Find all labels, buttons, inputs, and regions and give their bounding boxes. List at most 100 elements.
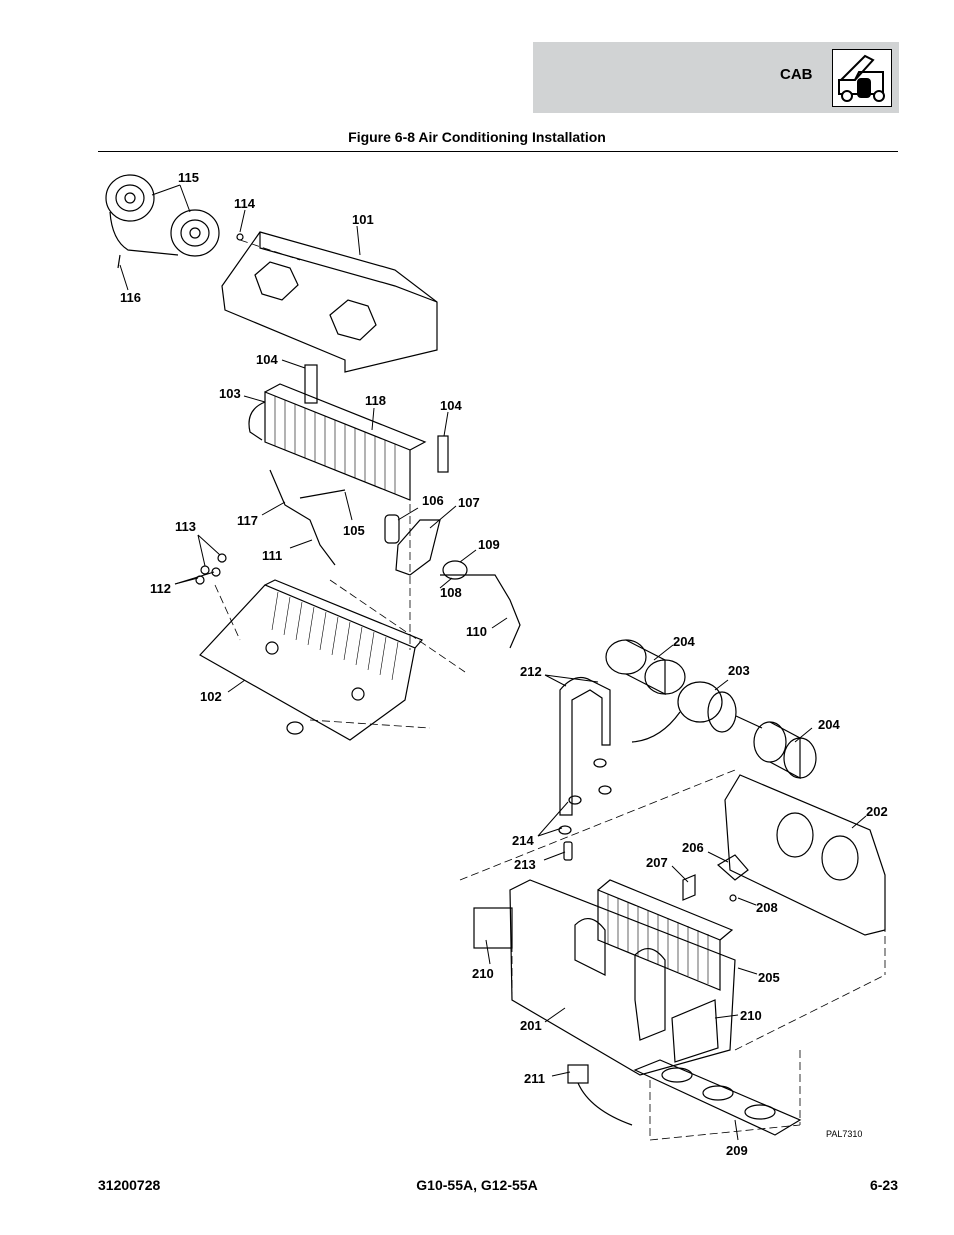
evaporator-case-201 [509, 879, 736, 1076]
callout-labels: 115 114 101 116 104 103 118 104 106 107 … [120, 170, 888, 1158]
callout-203: 203 [728, 663, 750, 678]
callout-104-right: 104 [440, 398, 462, 413]
plate-hole-right [351, 687, 365, 701]
condenser-fan-left [105, 174, 155, 222]
callout-207: 207 [646, 855, 668, 870]
callout-210-left: 210 [472, 966, 494, 981]
condenser-cover-101 [221, 231, 438, 373]
callout-204-right: 204 [818, 717, 840, 732]
valve-bracket-207 [682, 874, 696, 901]
plate-hole-left [265, 641, 279, 655]
blower-wheel-204-left [605, 639, 686, 695]
blower-housing-202 [724, 774, 886, 936]
plate-louver-edge [264, 579, 424, 649]
clamp-214c [593, 758, 607, 768]
expansion-valve-206 [716, 854, 749, 881]
callout-214: 214 [512, 833, 534, 848]
callout-109: 109 [478, 537, 500, 552]
callout-213: 213 [514, 857, 536, 872]
condenser-fins [274, 396, 396, 494]
case-partition-right [634, 948, 666, 1041]
duct-outlet-2 [702, 1085, 734, 1101]
clamp-214b [558, 825, 572, 835]
mounting-bracket-210-right [671, 999, 719, 1063]
blower-wheel-204-right [753, 721, 817, 779]
figure-title: Figure 6-8 Air Conditioning Installation [348, 129, 606, 145]
wire-connector-116 [117, 254, 121, 269]
drier-bracket-107 [395, 519, 441, 576]
duct-plate-209 [633, 1059, 802, 1136]
heater-hose-212 [559, 677, 611, 816]
screw-208 [729, 894, 737, 902]
fastener-114 [236, 233, 244, 241]
fitting-112b [211, 567, 221, 577]
callout-211: 211 [524, 1071, 545, 1086]
callout-102: 102 [200, 689, 222, 704]
clamp-214a [568, 795, 582, 805]
cover-top-edge [259, 232, 438, 303]
hose-111 [269, 469, 336, 566]
case-partition-left [574, 918, 606, 976]
bracket-104-right [437, 435, 449, 473]
callout-103: 103 [219, 386, 241, 401]
callout-113: 113 [175, 519, 196, 534]
callout-117: 117 [237, 513, 258, 528]
assembly-lines-lower [459, 769, 886, 1141]
condenser-fan-right [170, 209, 220, 257]
assembly-lines-upper [214, 239, 466, 729]
cover-opening-left [254, 261, 299, 301]
telehandler-icon [832, 49, 892, 107]
callout-110: 110 [466, 624, 487, 639]
callout-107: 107 [458, 495, 480, 510]
blower-motor-203 [677, 681, 763, 733]
callout-108: 108 [440, 585, 462, 600]
housing-inlet-right [821, 835, 859, 881]
mounting-plate-102 [199, 584, 416, 741]
callout-104-upper: 104 [256, 352, 278, 367]
receiver-drier-106 [384, 514, 400, 544]
page-number: 6-23 [869, 1177, 898, 1193]
callout-116: 116 [120, 290, 141, 305]
fitting-213 [563, 841, 573, 861]
callout-202: 202 [866, 804, 888, 819]
plate-louvers [271, 591, 399, 681]
evaporator-core-205 [597, 879, 734, 991]
fitting-113b [217, 553, 227, 563]
leader-lines [119, 184, 867, 1141]
grommet [286, 721, 304, 735]
hose-105 [299, 489, 346, 499]
title-rule [98, 151, 898, 152]
evaporator-fins [607, 894, 709, 984]
callout-112: 112 [150, 581, 171, 596]
housing-inlet-left [776, 812, 814, 858]
model-numbers: G10-55A, G12-55A [416, 1177, 538, 1193]
callout-212: 212 [520, 664, 542, 679]
thermostat-211 [567, 1064, 589, 1084]
section-label: CAB [780, 66, 813, 83]
callout-205: 205 [758, 970, 780, 985]
clamp-109 [442, 560, 468, 580]
callout-208: 208 [756, 900, 778, 915]
callout-204-upper: 204 [673, 634, 695, 649]
callout-206: 206 [682, 840, 704, 855]
mounting-bracket-210-left [473, 907, 513, 949]
duct-outlet-1 [661, 1067, 693, 1083]
callout-111: 111 [262, 548, 282, 563]
fan-wire-harness [109, 211, 179, 256]
callout-210-right: 210 [740, 1008, 762, 1023]
fitting-113a [200, 565, 210, 575]
motor-wire [631, 711, 681, 743]
callout-101: 101 [352, 212, 374, 227]
hose-110 [440, 574, 521, 649]
callout-209: 209 [726, 1143, 748, 1158]
duct-outlet-3 [744, 1104, 776, 1120]
thermostat-capillary [577, 1082, 633, 1126]
callout-105: 105 [343, 523, 365, 538]
drawing-code: PAL7310 [826, 1129, 862, 1139]
coil-tube-103 [248, 401, 266, 441]
doc-number: 31200728 [98, 1177, 161, 1193]
callout-201: 201 [520, 1018, 542, 1033]
clamp-214d [598, 785, 612, 795]
cover-opening-right [329, 299, 377, 341]
